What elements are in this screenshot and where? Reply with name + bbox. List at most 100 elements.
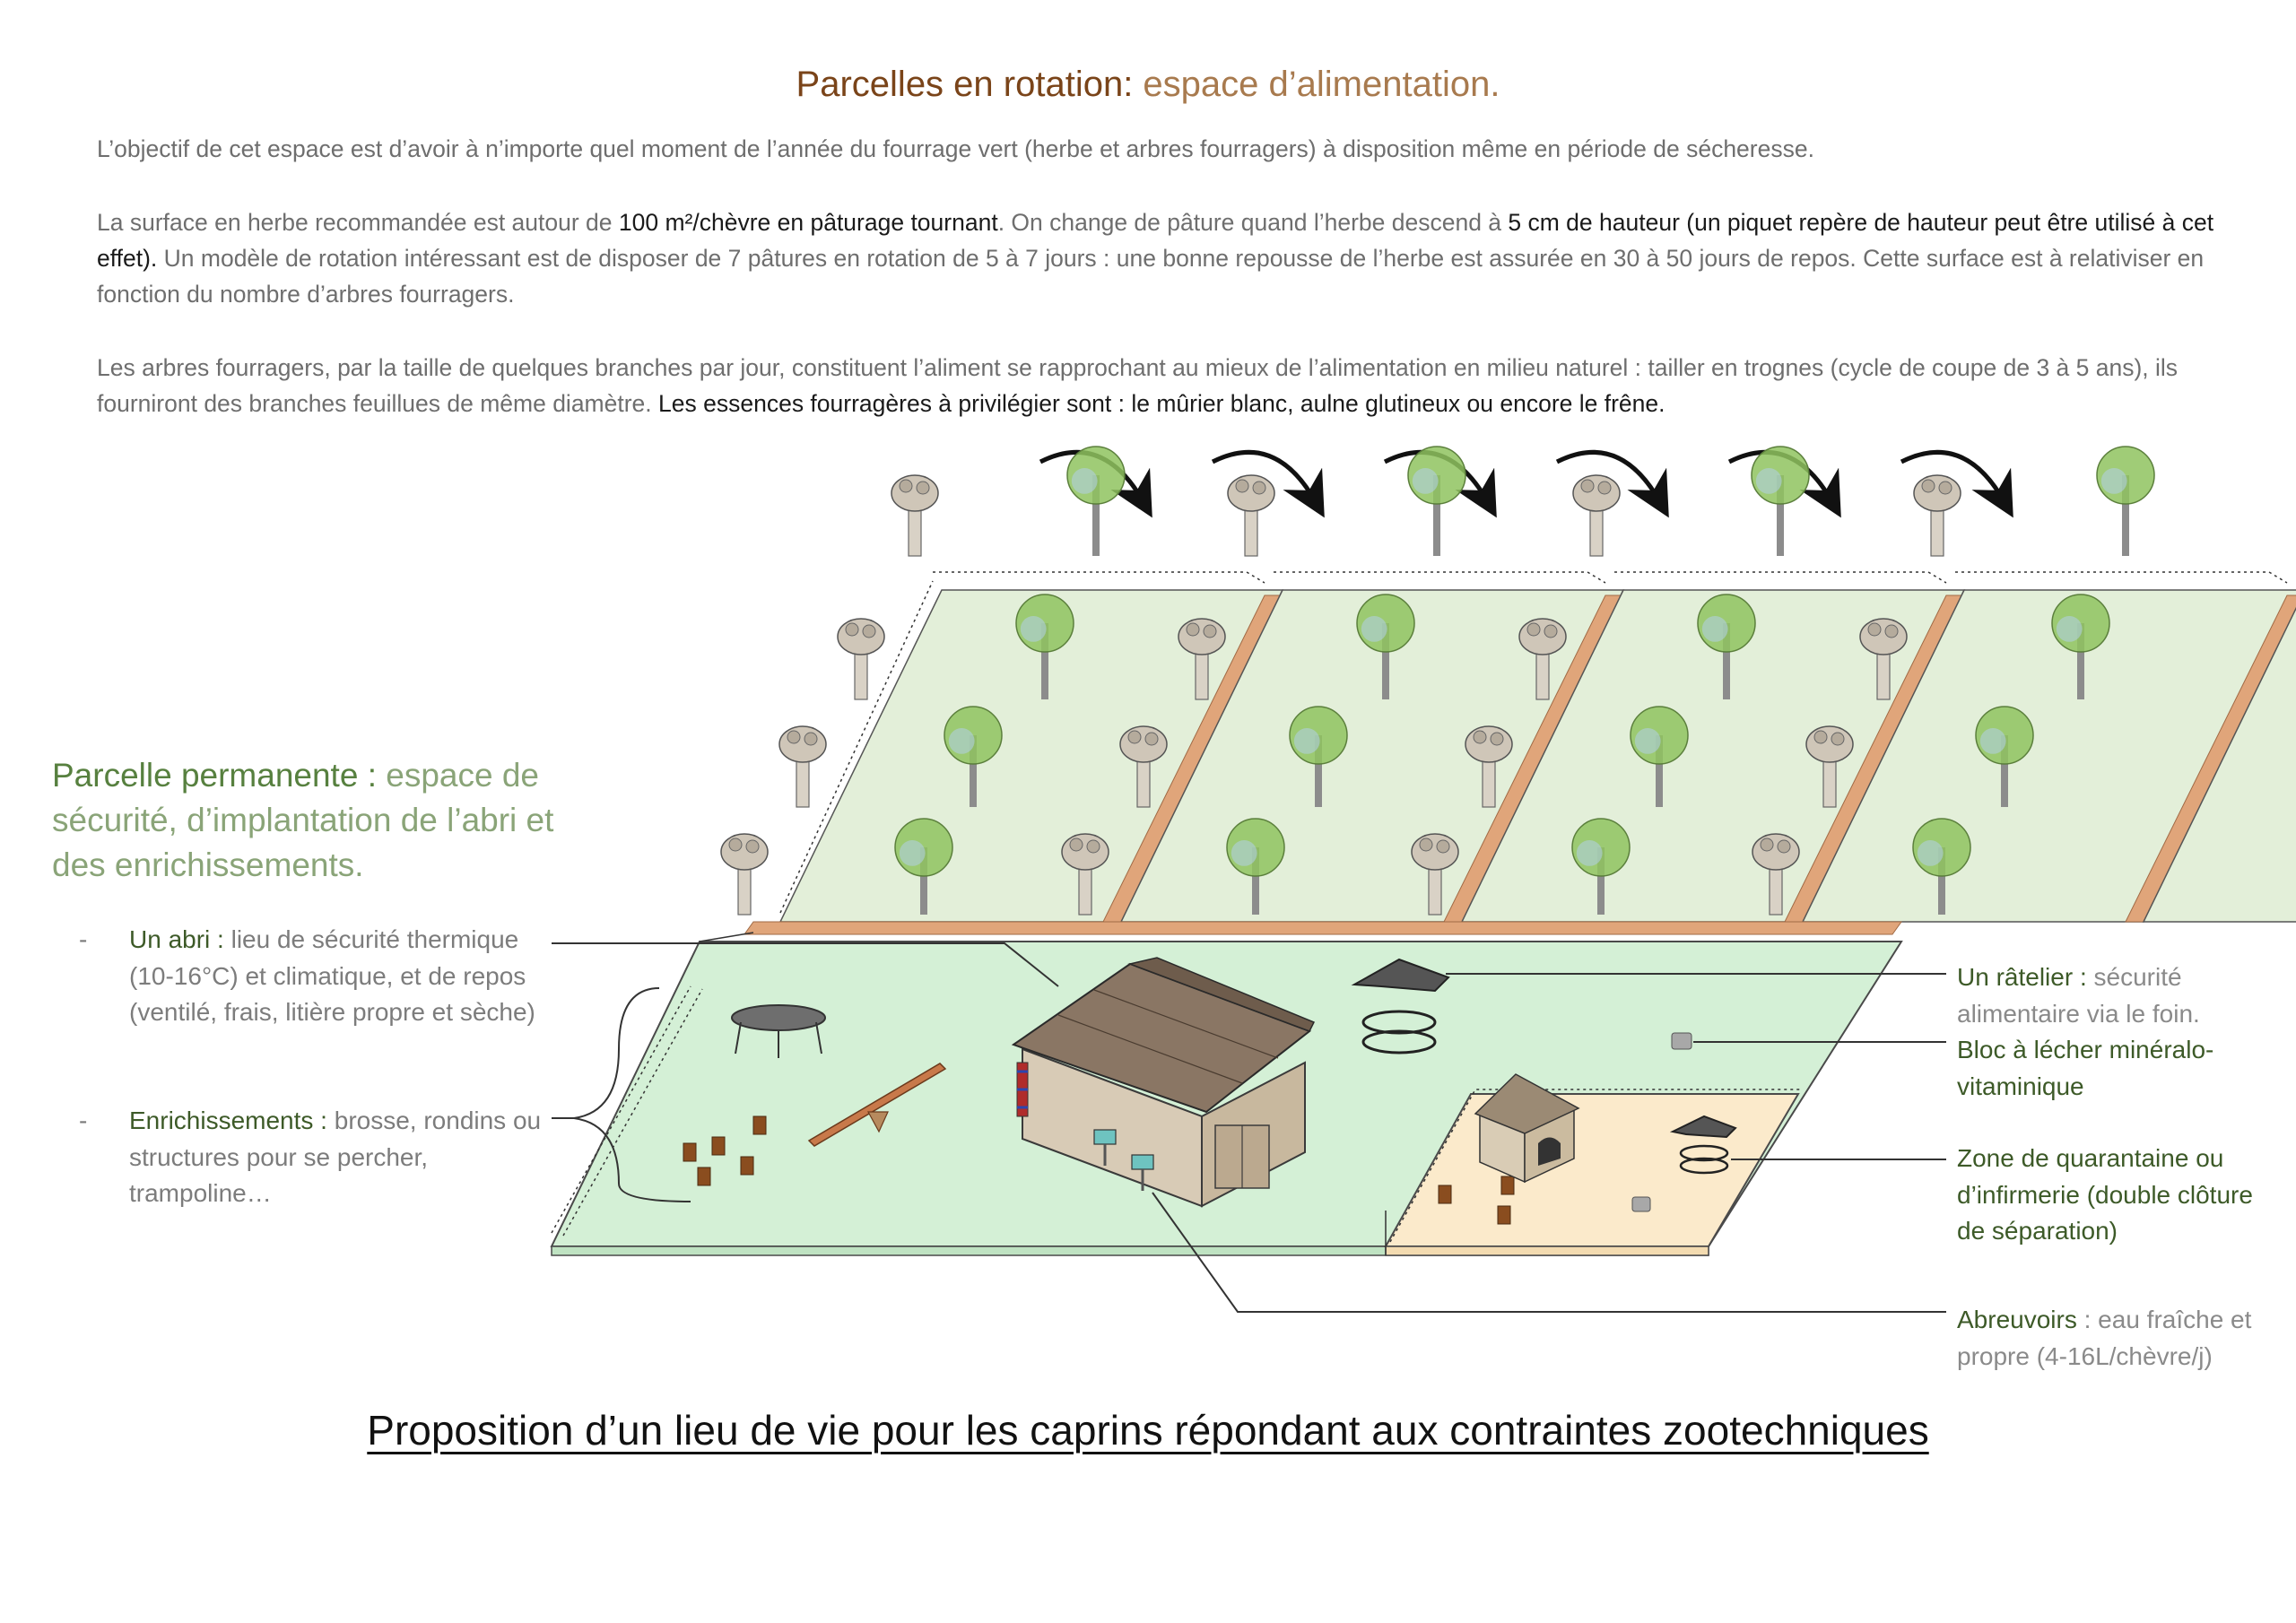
leafy-tree-icon xyxy=(1015,594,1074,699)
fence-line xyxy=(1274,571,1606,584)
pollard-tree-icon xyxy=(778,725,827,808)
log-stool-icon xyxy=(711,1136,726,1156)
salt-lick-icon xyxy=(1631,1196,1651,1212)
pollard-tree-icon xyxy=(1465,725,1513,808)
list-item-text: lieu de sécurité thermique (10-16°C) et … xyxy=(129,925,535,1026)
leafy-tree-icon xyxy=(2096,446,2155,556)
hay-rack-icon xyxy=(1351,958,1450,1055)
leafy-tree-icon xyxy=(1407,446,1466,556)
shelter-house-icon xyxy=(1011,957,1316,1208)
rotation-arrow-icon xyxy=(1211,449,1325,518)
pollard-tree-icon xyxy=(837,618,885,700)
list-item-text: brosse, rondins ou structures pour se pe… xyxy=(129,1107,542,1207)
rotation-arrows xyxy=(1039,449,2013,518)
pollard-tree-icon xyxy=(1061,833,1109,916)
fence-line xyxy=(1614,571,1947,584)
label-salt-lick-title: Bloc à lécher minéralo-vitaminique xyxy=(1957,1036,2214,1100)
paragraph-text: L’objectif de cet espace est d’avoir à n… xyxy=(97,135,1814,162)
label-hay-rack-title: Un râtelier : xyxy=(1957,963,2087,991)
water-trough-icon xyxy=(1093,1129,1154,1191)
leader-line-shelter xyxy=(552,942,1059,987)
pollard-tree-icon xyxy=(1518,618,1567,700)
pollard-tree-icon xyxy=(1411,833,1459,916)
log-stool-icon xyxy=(1500,1176,1515,1195)
pollard-tree-icon xyxy=(1752,833,1800,916)
list-dash: - xyxy=(79,1107,88,1134)
diagram-caption: Proposition d’un lieu de vie pour les ca… xyxy=(367,1407,1929,1454)
label-hay-rack-text: sécurité alimentaire via le foin. xyxy=(1957,963,2200,1028)
label-water-title: Abreuvoirs xyxy=(1957,1306,2077,1333)
leafy-tree-icon xyxy=(1226,818,1285,915)
rotation-title: Parcelles en rotation: espace d’alimenta… xyxy=(0,65,2296,105)
log-stool-icon xyxy=(752,1115,767,1135)
leafy-tree-icon xyxy=(894,818,953,915)
hay-rack-icon xyxy=(1669,1115,1737,1175)
permanent-title-lead: Parcelle permanente : xyxy=(52,757,377,794)
leafy-tree-icon xyxy=(1697,594,1756,699)
paragraph-highlight: 100 m²/chèvre en pâturage tournant xyxy=(618,209,998,236)
fence-line xyxy=(1955,571,2288,584)
fence-line xyxy=(699,932,754,942)
label-quarantine-title: Zone de quarantaine ou d’infirmerie (dou… xyxy=(1957,1144,2253,1245)
rotation-paddock xyxy=(2142,606,2296,923)
paragraph-objective: L’objectif de cet espace est d’avoir à n… xyxy=(97,131,2231,167)
pollard-tree-icon xyxy=(1572,474,1621,557)
paragraph-text: La surface en herbe recommandée est auto… xyxy=(97,209,619,236)
leafy-tree-icon xyxy=(1975,706,2034,807)
pollard-tree-icon xyxy=(1913,474,1961,557)
fence-line xyxy=(933,571,1265,584)
log-stools xyxy=(683,1115,1515,1225)
permanent-title-rest: espace de sécurité, d’implantation de l’… xyxy=(52,757,554,883)
leafy-tree-icon xyxy=(944,706,1003,807)
pollard-tree-icon xyxy=(1178,618,1226,700)
paragraph-surface: La surface en herbe recommandée est auto… xyxy=(97,204,2231,312)
kennel-icon xyxy=(1474,1073,1580,1184)
leafy-tree-icon xyxy=(1289,706,1348,807)
paragraph-trees: Les arbres fourragers, par la taille de … xyxy=(97,350,2231,421)
seesaw-icon xyxy=(807,1063,947,1147)
quarantine-fence xyxy=(1389,1089,1803,1243)
fodder-trees xyxy=(720,446,2155,916)
leafy-tree-icon xyxy=(1912,818,1971,915)
leader-lines xyxy=(552,942,1946,1313)
permanent-title: Parcelle permanente : espace de sécurité… xyxy=(52,753,590,888)
label-quarantine: Zone de quarantaine ou d’infirmerie (dou… xyxy=(1957,1141,2280,1250)
list-item-label: Un abri : xyxy=(129,925,224,953)
paragraph-highlight: Les essences fourragères à privilégier s… xyxy=(658,390,1665,417)
brush-icon xyxy=(1016,1062,1029,1117)
paragraph-text: Un modèle de rotation intéressant est de… xyxy=(97,245,2205,308)
leafy-tree-icon xyxy=(1630,706,1689,807)
log-stool-icon xyxy=(740,1156,754,1176)
leafy-tree-icon xyxy=(1066,446,1126,556)
rotation-title-lead: Parcelles en rotation: xyxy=(796,65,1134,104)
leafy-tree-icon xyxy=(1356,594,1415,699)
trampoline-icon xyxy=(731,1004,826,1058)
log-stool-icon xyxy=(697,1167,711,1186)
pollard-tree-icon xyxy=(1227,474,1275,557)
enrichment-brace xyxy=(573,987,691,1202)
paragraph-text: Les arbres fourragers, par la taille de … xyxy=(97,354,2179,417)
leafy-tree-icon xyxy=(1571,818,1631,915)
log-stool-icon xyxy=(1438,1185,1452,1204)
salt-lick-icon xyxy=(1671,1032,1692,1050)
rotation-arrow-icon xyxy=(1900,449,2013,518)
fence-line xyxy=(779,580,934,914)
rotation-arrow-icon xyxy=(1555,449,1669,518)
label-water: Abreuvoirs : eau fraîche et propre (4-16… xyxy=(1957,1302,2280,1375)
path-strip xyxy=(744,921,1902,935)
pollard-tree-icon xyxy=(1119,725,1168,808)
pollard-tree-icon xyxy=(1859,618,1908,700)
rotation-title-rest: espace d’alimentation. xyxy=(1133,65,1500,104)
leafy-tree-icon xyxy=(2051,594,2110,699)
leafy-tree-icon xyxy=(1751,446,1810,556)
pollard-tree-icon xyxy=(720,833,769,916)
leader-line-water xyxy=(1152,1192,1946,1313)
label-water-text: : eau fraîche et propre (4-16L/chèvre/j) xyxy=(1957,1306,2252,1370)
quarantine-zone-edge xyxy=(1385,1245,1709,1256)
label-salt-lick: Bloc à lécher minéralo-vitaminique xyxy=(1957,1032,2280,1105)
paragraph-highlight: 5 cm de hauteur (un piquet repère de hau… xyxy=(97,209,2214,272)
label-hay-rack: Un râtelier : sécurité alimentaire via l… xyxy=(1957,959,2280,1032)
pollard-tree-icon xyxy=(1805,725,1854,808)
paragraph-text: . On change de pâture quand l’herbe desc… xyxy=(997,209,1509,236)
